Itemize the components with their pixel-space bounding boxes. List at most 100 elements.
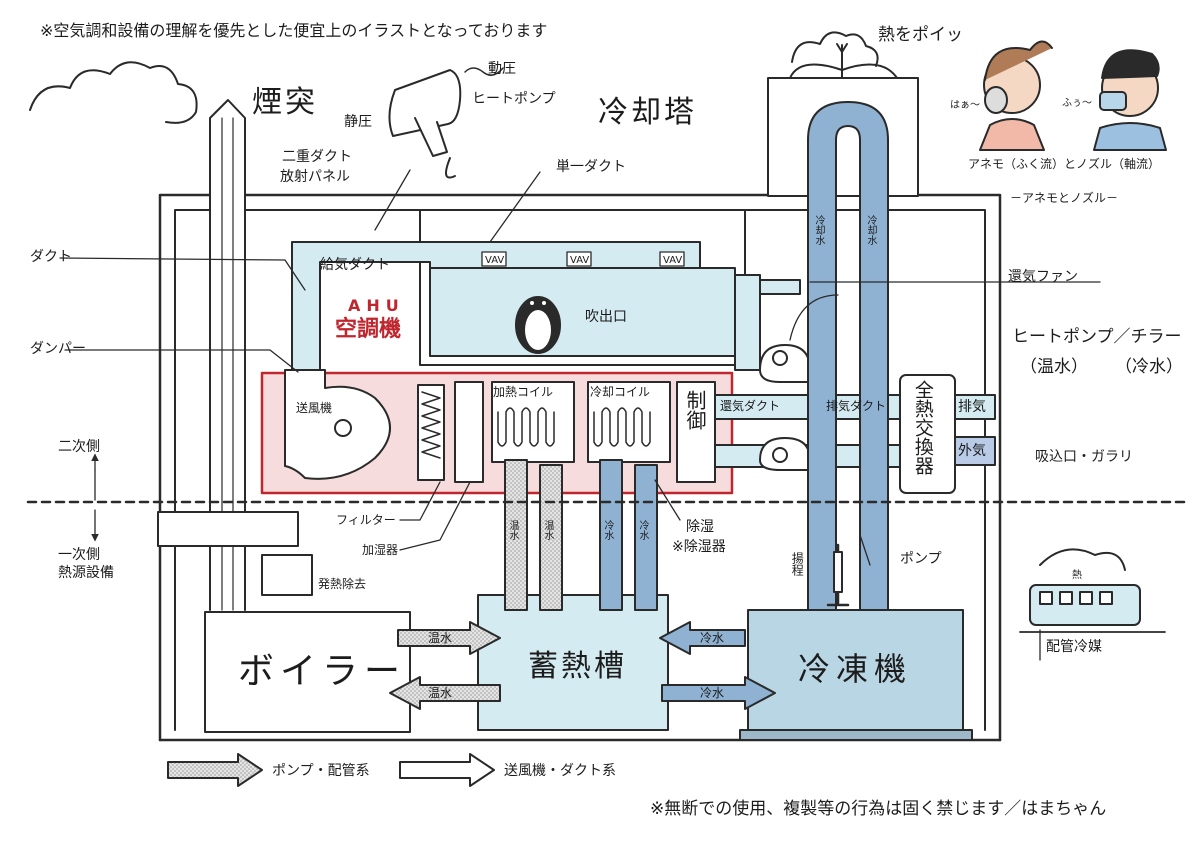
cooling-coil-label: 冷却コイル <box>590 385 651 399</box>
heatpump-chiller-label: ヒートポンプ／チラー <box>1012 327 1182 347</box>
return-duct-label: 還気ダクト <box>720 399 781 413</box>
heating-coil-label: 加熱コイル <box>493 385 554 399</box>
fuu-label: ふぅ～ <box>1062 98 1092 109</box>
cold-water-arrow-label-1: 冷水 <box>700 631 725 645</box>
control-label: 制御 <box>683 390 707 430</box>
heat-pump-dryer-label: ヒートポンプ <box>472 91 556 107</box>
duct-label: ダクト <box>30 249 72 265</box>
outside-air-label: 外気 <box>958 443 986 459</box>
chimney-collar <box>157 511 299 547</box>
legend-fan-label: 送風機・ダクト系 <box>504 763 616 779</box>
air-handler-label: 空調機 <box>335 317 402 342</box>
return-fan-duct <box>759 279 801 295</box>
vav-label-1: VAV <box>485 255 505 266</box>
cold-water-arrow-label-2: 冷水 <box>700 686 725 700</box>
chimney <box>209 99 246 611</box>
legend-fan-arrow <box>399 753 495 787</box>
vav-label-2: VAV <box>570 255 590 266</box>
hot-water-arrow-label-2: 温水 <box>428 686 453 700</box>
single-duct-label: 単一ダクト <box>556 159 626 175</box>
vav-label-3: VAV <box>663 255 683 266</box>
cooling-water-up-label: 冷却水 <box>813 215 824 245</box>
building-outline <box>158 193 1002 742</box>
ahu-label: AHU <box>348 296 405 315</box>
bottom-note: ※無断での使用、複製等の行為は固く禁じます／はまちゃん <box>650 799 1107 819</box>
hot-water-arrow-2 <box>389 676 501 710</box>
outlet-label: 吹出口 <box>585 309 627 325</box>
penguin-icon <box>515 296 561 354</box>
hot-water-pipe-up <box>504 459 528 611</box>
humidifier-label: 加湿器 <box>362 543 399 557</box>
filter <box>417 384 445 481</box>
hot-water-down-label: 温水 <box>542 520 553 540</box>
train-heat-label: 熱 <box>1072 570 1082 581</box>
heat-source-label: 熱源設備 <box>58 565 114 581</box>
hot-water-arrow-1 <box>397 621 501 655</box>
anemo-nozzle-title: －アネモとノズル－ <box>1010 191 1119 205</box>
fan-label: 送風機 <box>296 401 333 415</box>
deheat-box <box>261 554 313 596</box>
tower-fan <box>789 63 898 79</box>
haa-label: はぁ～ <box>950 100 980 111</box>
static-pressure-label: 静圧 <box>344 114 372 130</box>
thermal-storage-label: 蓄熱槽 <box>528 649 627 684</box>
anemo-caption: アネモ（ふく流）とノズル（軸流） <box>968 157 1161 171</box>
secondary-side-label: 二次側 <box>58 439 100 455</box>
intake-label: 吸込口・ガラリ <box>1035 449 1133 465</box>
chiller-box <box>747 609 964 733</box>
smoke-cloud-left <box>29 61 198 124</box>
exhaust-label: 排気 <box>958 399 986 415</box>
return-duct-stub <box>734 274 761 371</box>
legend-pump-label: ポンプ・配管系 <box>272 763 370 779</box>
cold-water-up-label: 冷水 <box>602 520 613 540</box>
cold-water-down-label: 冷水 <box>637 520 648 540</box>
pump-label: ポンプ <box>900 551 942 567</box>
heat-exchanger-label: 全熱交換器 <box>911 380 934 475</box>
person-nozzle-icon <box>1093 49 1167 151</box>
dehumidifier-label: ※除湿器 <box>672 539 726 555</box>
heat-release-label: 熱をポイッ <box>878 25 963 45</box>
supply-duct-label: 給気ダクト <box>320 257 390 273</box>
room-inner <box>429 267 736 357</box>
cold-water-arrow-2 <box>661 676 776 710</box>
boiler-label: ボイラー <box>238 651 407 692</box>
top-note: ※空気調和設備の理解を優先とした便宜上のイラストとなっております <box>40 21 548 40</box>
hair-dryer-icon <box>388 67 504 179</box>
chiller-label: 冷凍機 <box>798 650 913 688</box>
smoke-cloud-top <box>791 31 879 67</box>
cooling-tower-box <box>767 77 919 197</box>
control-box <box>676 381 716 483</box>
filter-label: フィルター <box>336 513 396 527</box>
vav-box-2 <box>566 251 592 267</box>
cold-water-paren-label: （冷水） <box>1115 357 1183 377</box>
cold-water-pipe-up <box>599 459 623 611</box>
damper-label: ダンパー <box>30 341 86 357</box>
hot-water-arrow-label-1: 温水 <box>428 631 453 645</box>
thermal-storage-tank <box>477 594 669 731</box>
heat-exchanger <box>899 374 956 494</box>
double-duct-label: 二重ダクト <box>282 149 352 165</box>
radiant-panel-label: 放射パネル <box>280 169 350 185</box>
cold-water-arrow-1 <box>659 621 746 655</box>
hot-water-up-label: 温水 <box>507 520 518 540</box>
primary-side-label: 一次側 <box>58 547 100 563</box>
dehumidify-label: 除湿 <box>686 519 714 535</box>
legend-pump-arrow <box>167 753 263 787</box>
hot-water-paren-label: （温水） <box>1020 357 1088 377</box>
piping-refrigerant-label: 配管冷媒 <box>1046 639 1102 655</box>
exhaust-duct-label: 排気ダクト <box>826 399 887 413</box>
person-anemo-icon <box>979 40 1053 151</box>
return-fan-label: 還気ファン <box>1008 269 1078 285</box>
train-icon <box>1019 548 1166 633</box>
vav-box-1 <box>481 251 507 267</box>
boiler-box <box>204 611 411 733</box>
head-label: 揚程 <box>790 552 805 576</box>
cooling-water-down-label: 冷却水 <box>865 215 876 245</box>
cooling-tower-label: 冷却塔 <box>598 95 697 130</box>
humidifier <box>454 381 484 483</box>
chimney-label: 煙突 <box>252 85 318 120</box>
dynamic-pressure-label: 動圧 <box>488 61 516 77</box>
vav-box-3 <box>659 251 685 267</box>
deheat-label: 発熱除去 <box>318 577 367 591</box>
